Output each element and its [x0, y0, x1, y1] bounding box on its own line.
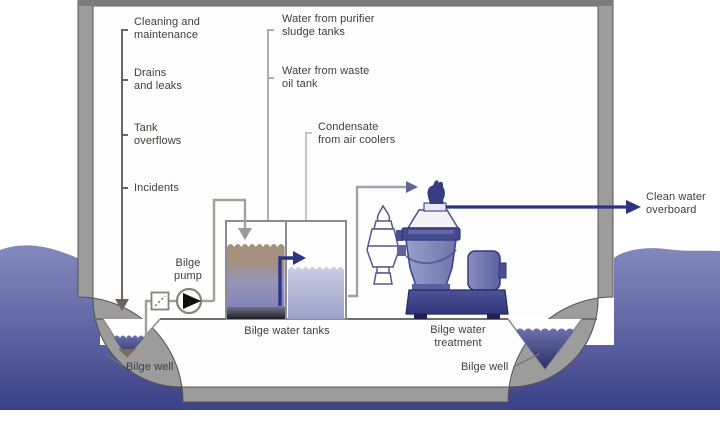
- label-drains-leaks: Drains and leaks: [134, 67, 182, 92]
- left-tank-fill: [227, 244, 285, 319]
- bilge-well-right-group: [507, 318, 583, 371]
- incidents-arrow-head: [115, 299, 129, 311]
- separator-left-nub: [396, 230, 403, 241]
- filter-connector: [397, 245, 406, 256]
- strainer-diagonal: [154, 295, 166, 307]
- bilge-pump-group: [144, 198, 252, 342]
- treatment-inlet-arrow-head: [406, 181, 418, 193]
- bilge-water-tanks-group: [225, 220, 347, 320]
- left-inlet-bracket: [121, 29, 128, 300]
- well-pointer-left: [105, 354, 125, 367]
- label-water-waste-oil: Water from waste oil tank: [282, 65, 370, 90]
- filter-unit: [366, 204, 400, 285]
- pump-discharge-arrow-head: [238, 228, 252, 240]
- transfer-arrow-head: [293, 251, 306, 265]
- source-bracket: [267, 29, 274, 228]
- separator-foot-right: [487, 314, 500, 319]
- separator-unit: [396, 180, 509, 319]
- well-pointer-right: [512, 353, 540, 368]
- separator-top-collar: [423, 202, 447, 212]
- label-bilge-well-left: Bilge well: [126, 361, 174, 373]
- tank-outlet-pipe: [348, 181, 418, 298]
- motor-tab: [498, 262, 507, 279]
- separator-foot-left: [414, 314, 427, 319]
- label-bilge-water-tanks: Bilge water tanks: [244, 325, 330, 337]
- left-tank-sediment: [227, 307, 285, 319]
- label-cleaning-maintenance: Cleaning and maintenance: [134, 16, 201, 41]
- strainer-box: [150, 291, 170, 311]
- well-sediment: [118, 349, 136, 357]
- clean-water-arrow: [446, 200, 641, 214]
- pump-triangle: [183, 293, 201, 309]
- label-water-purifier: Water from purifier sludge tanks: [282, 13, 375, 38]
- deck-cap: [78, 0, 613, 6]
- separator-valve: [427, 180, 445, 204]
- ship-hull: [77, 0, 614, 403]
- label-incidents: Incidents: [134, 182, 179, 194]
- label-condensate: Condensate from air coolers: [318, 121, 396, 146]
- separator-base: [405, 289, 509, 315]
- condensate-bracket: [305, 132, 312, 228]
- separator-motor: [467, 250, 501, 291]
- label-tank-overflows: Tank overflows: [134, 122, 182, 147]
- label-bilge-pump: Bilge pump: [174, 257, 202, 282]
- label-bilge-well-right: Bilge well: [461, 361, 509, 373]
- label-clean-water-overboard: Clean water overboard: [646, 191, 706, 216]
- separator-step: [412, 284, 450, 291]
- label-bilge-water-treatment: Bilge water treatment: [430, 324, 486, 349]
- suction-pipe: [144, 198, 247, 342]
- right-tank-fill: [288, 267, 344, 319]
- transfer-arrow: [278, 256, 293, 306]
